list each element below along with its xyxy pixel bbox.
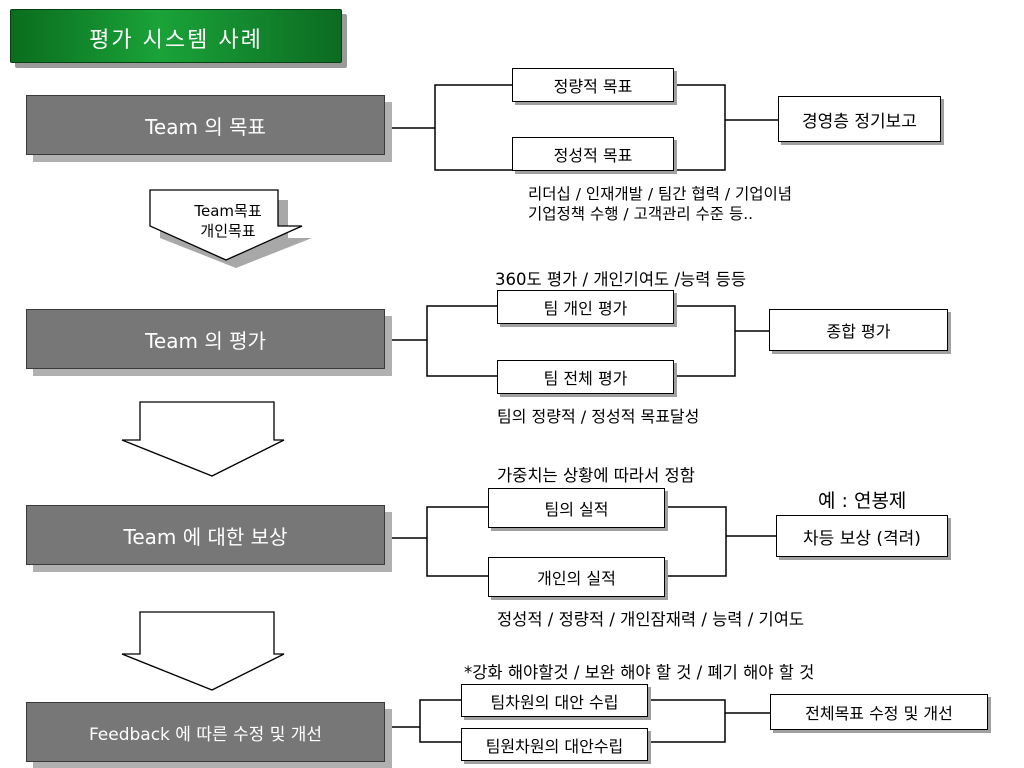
stage-team-goal: Team 의 목표 (26, 95, 385, 155)
stage-team-goal-label: Team 의 목표 (145, 114, 266, 139)
reward-bottom-note: 정성적 / 정량적 / 개인잠재력 / 능력 / 기여도 (497, 610, 805, 629)
stage-team-reward-label: Team 에 대한 보상 (123, 524, 288, 549)
down-arrow-3-shape (121, 611, 285, 691)
individual-performance-box: 개인의 실적 (488, 557, 665, 597)
member-alternative-label: 팀원차원의 대안수립 (485, 736, 624, 756)
stage-feedback-label: Feedback 에 따른 수정 및 개선 (88, 724, 323, 745)
down-arrow-2 (118, 400, 288, 480)
team-alternative-box: 팀차원의 대안 수립 (461, 684, 648, 717)
arrow-label-line2: 개인목표 (200, 222, 256, 240)
stage-team-eval-label: Team 의 평가 (145, 328, 266, 353)
quantitative-goal-label: 정량적 목표 (553, 77, 633, 96)
team-performance-box: 팀의 실적 (488, 488, 665, 528)
qualitative-goal-box: 정성적 목표 (512, 137, 674, 171)
team-performance-label: 팀의 실적 (544, 500, 609, 519)
goal-note-line1: 리더십 / 인재개발 / 팀간 협력 / 기업이념 (528, 185, 793, 203)
down-arrow-2-shape (121, 401, 285, 477)
management-report-label: 경영층 정기보고 (802, 111, 917, 132)
differential-reward-label: 차등 보상 (격려) (803, 528, 921, 549)
reward-example: 예 : 연봉제 (818, 490, 907, 512)
overall-eval-box: 종합 평가 (769, 309, 948, 351)
page-title: 평가 시스템 사례 (10, 9, 342, 63)
stage-team-eval: Team 의 평가 (26, 309, 385, 369)
reward-top-note: 가중치는 상황에 따라서 정함 (497, 466, 695, 485)
down-arrow-goals: Team목표 개인목표 (128, 188, 318, 270)
team-eval-box: 팀 전체 평가 (497, 360, 674, 394)
page-title-text: 평가 시스템 사례 (89, 28, 263, 53)
stage-feedback: Feedback 에 따른 수정 및 개선 (26, 702, 385, 762)
overall-revision-label: 전체목표 수정 및 개선 (805, 704, 953, 723)
feedback-top-note: *강화 해야할것 / 보완 해야 할 것 / 폐기 해야 할 것 (464, 663, 815, 682)
overall-revision-box: 전체목표 수정 및 개선 (770, 694, 988, 730)
down-arrow-3 (118, 610, 288, 694)
qualitative-goal-label: 정성적 목표 (553, 146, 633, 165)
differential-reward-box: 차등 보상 (격려) (776, 515, 948, 557)
goal-note-line2: 기업정책 수행 / 고객관리 수준 등.. (528, 205, 754, 223)
individual-eval-box: 팀 개인 평가 (497, 290, 674, 324)
eval-top-note: 360도 평가 / 개인기여도 /능력 등등 (495, 270, 746, 289)
quantitative-goal-box: 정량적 목표 (512, 68, 674, 102)
team-alternative-label: 팀차원의 대안 수립 (490, 692, 619, 712)
team-eval-label: 팀 전체 평가 (543, 369, 628, 388)
overall-eval-label: 종합 평가 (826, 322, 891, 341)
member-alternative-box: 팀원차원의 대안수립 (461, 728, 648, 761)
individual-performance-label: 개인의 실적 (537, 569, 616, 588)
eval-bottom-note: 팀의 정량적 / 정성적 목표달성 (497, 407, 700, 426)
down-arrow-goals-shape (149, 189, 312, 268)
management-report-box: 경영층 정기보고 (778, 96, 941, 142)
arrow-label-line1: Team목표 (194, 202, 262, 220)
stage-team-reward: Team 에 대한 보상 (26, 505, 385, 565)
individual-eval-label: 팀 개인 평가 (543, 299, 628, 318)
